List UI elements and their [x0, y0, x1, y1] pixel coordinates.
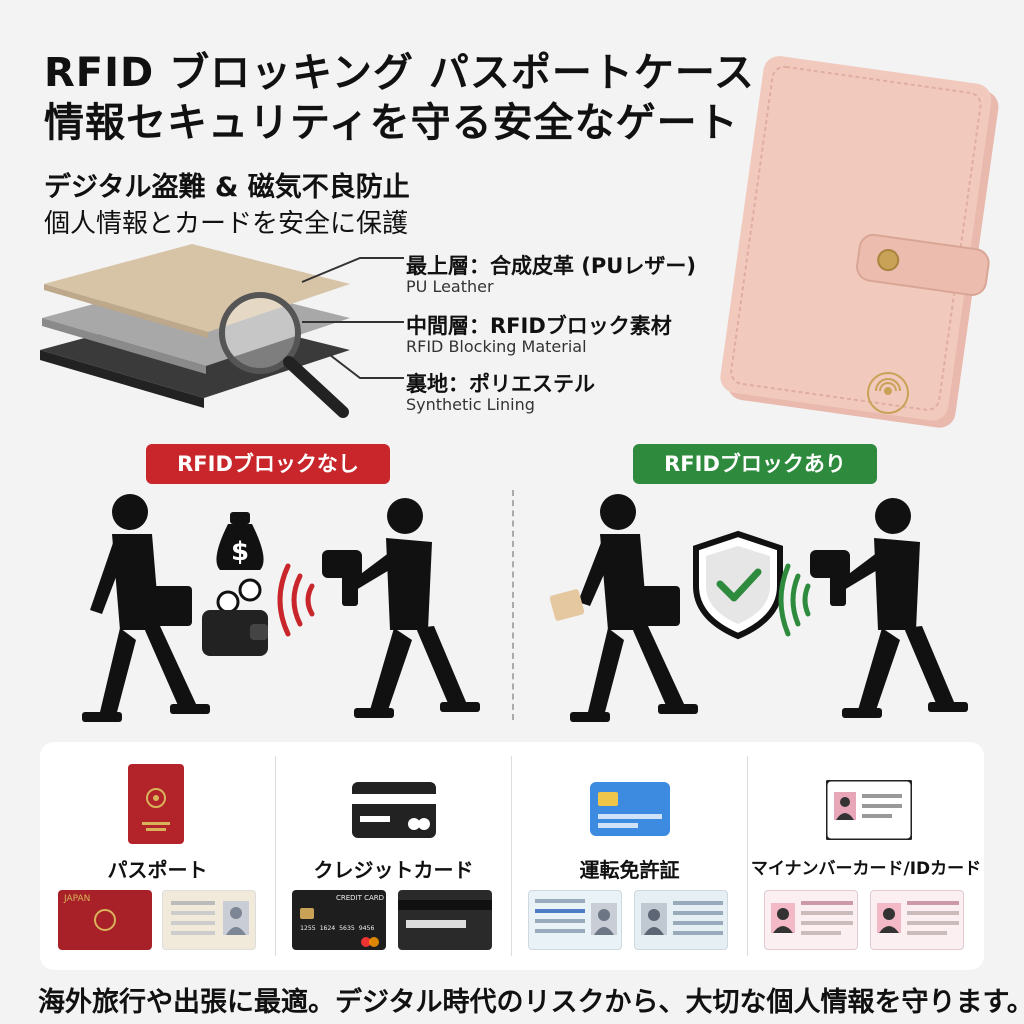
- without-rfid-badge: RFIDブロックなし: [146, 444, 390, 484]
- license-card-icon: [590, 782, 670, 836]
- title-line-2: 情報セキュリティを守る安全なゲート: [44, 100, 739, 146]
- layer-3-title: 裏地：ポリエステル: [406, 372, 595, 396]
- layer-2-title: 中間層：RFIDブロック素材: [406, 314, 672, 338]
- thief-silhouette: [322, 498, 480, 718]
- passport-icon: [128, 764, 184, 844]
- title-line-1: RFID ブロッキング パスポートケース: [44, 50, 755, 96]
- passport-case-in-hand: [549, 589, 585, 621]
- category-label-passport: パスポート: [107, 858, 208, 882]
- protected-items-panel: パスポート JAPAN クレジットカード CREDIT CARD 1255 16…: [40, 742, 984, 970]
- category-label-license: 運転免許証: [579, 858, 680, 882]
- subtitle-1: デジタル盗難 & 磁気不良防止: [44, 172, 410, 203]
- id-card-icon: [826, 780, 912, 840]
- subtitle-2: 個人情報とカードを安全に保護: [44, 209, 409, 239]
- credit-card-sample: CREDIT CARD 1255 1624 5635 9456: [292, 890, 386, 950]
- signal-waves-red: [277, 563, 315, 637]
- passport-sample-text: JAPAN: [64, 894, 91, 904]
- scene-without-rfid: $: [82, 494, 480, 722]
- layer-2-en: RFID Blocking Material: [406, 337, 587, 356]
- footer-message: 海外旅行や出張に最適。デジタル時代のリスクから、大切な個人情報を守ります。: [38, 987, 1024, 1018]
- credit-card-back-sample: [398, 890, 492, 950]
- layer-1-title: 最上層：合成皮革 (PUレザー): [406, 254, 696, 278]
- panel-divider: [511, 756, 512, 956]
- passport-sample: JAPAN: [58, 890, 152, 950]
- card-brand-icon: [361, 937, 379, 947]
- category-label-credit-card: クレジットカード: [313, 858, 474, 882]
- traveler-silhouette: [570, 494, 698, 722]
- id-card-sample-2: [870, 890, 964, 950]
- rfid-stop-logo: [865, 370, 911, 416]
- money-bag-icon: $: [216, 512, 264, 570]
- thief-silhouette: [810, 498, 968, 718]
- magnifier-icon: [215, 288, 355, 423]
- traveler-silhouette: [82, 494, 210, 722]
- layer-3-en: Synthetic Lining: [406, 395, 535, 414]
- material-layers-diagram: [38, 238, 368, 428]
- category-label-id-card: マイナンバーカード/IDカード: [750, 859, 982, 879]
- wallet-icon: [202, 578, 268, 656]
- leader-lines: [301, 257, 404, 379]
- license-sample-2: [634, 890, 728, 950]
- shield-check-icon: [693, 530, 783, 640]
- svg-text:$: $: [231, 537, 249, 567]
- license-sample-1: [528, 890, 622, 950]
- credit-card-icon: [352, 782, 436, 838]
- credit-card-sample-name: CREDIT CARD: [336, 894, 385, 902]
- scene-with-rfid: [549, 494, 968, 722]
- comparison-divider: [512, 490, 514, 720]
- layer-1-en: PU Leather: [406, 277, 494, 296]
- with-rfid-badge: RFIDブロックあり: [633, 444, 877, 484]
- panel-divider: [275, 756, 276, 956]
- panel-divider: [747, 756, 748, 956]
- credit-card-sample-number: 1255 1624 5635 9456: [300, 924, 375, 932]
- signal-waves-green: [778, 563, 811, 637]
- passport-case-image: [710, 55, 1010, 445]
- id-card-sample: [162, 890, 256, 950]
- id-card-sample-1: [764, 890, 858, 950]
- chip-icon: [300, 908, 314, 919]
